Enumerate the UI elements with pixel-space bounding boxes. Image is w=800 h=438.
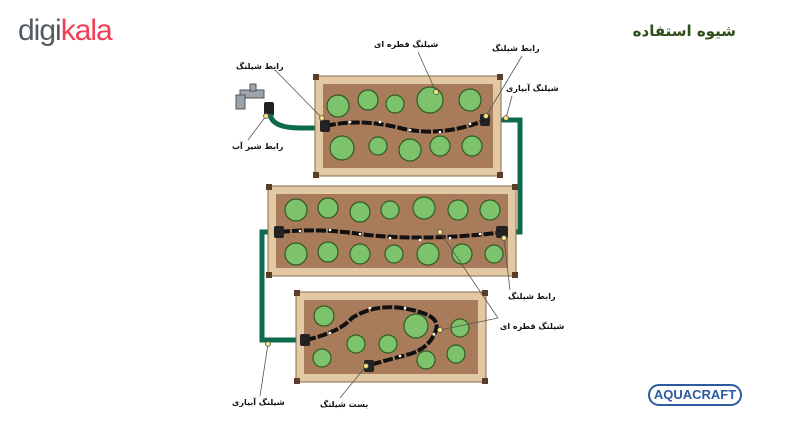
drip-dots — [298, 120, 482, 358]
digikala-logo: digikala — [18, 14, 113, 48]
label-drip-hose-bottom: شیلنگ قطره ای — [500, 322, 565, 331]
aquacraft-logo: AQUACRAFT — [648, 384, 742, 406]
label-hose-connector-middle: رابط شیلنگ — [508, 292, 556, 301]
drip-hose-middle — [279, 228, 507, 240]
faucet-icon — [235, 83, 274, 116]
label-hose-connector-top-left: رابط شیلنگ — [236, 62, 284, 71]
leader-lines — [247, 51, 523, 399]
label-irrigation-hose-top-right: شیلنگ آبیاری — [506, 84, 559, 93]
drip-hose-top — [325, 118, 487, 134]
label-hose-connector-top-right: رابط شیلنگ — [492, 44, 540, 53]
label-irrigation-hose-bottom-left: شیلنگ آبیاری — [232, 398, 285, 407]
drip-hose-bottom — [305, 305, 439, 368]
label-faucet-connector: رابط شیر آب — [232, 142, 284, 151]
logo-part-kala: kala — [60, 14, 113, 47]
label-drip-hose-top: شیلنگ قطره ای — [374, 40, 439, 49]
connector-icons — [274, 114, 508, 372]
page-title: شیوه استفاده — [632, 22, 736, 40]
label-hose-clamp: بست شیلنگ — [320, 400, 369, 409]
garden-bed-middle — [266, 184, 518, 278]
logo-part-digi: digi — [18, 14, 62, 47]
